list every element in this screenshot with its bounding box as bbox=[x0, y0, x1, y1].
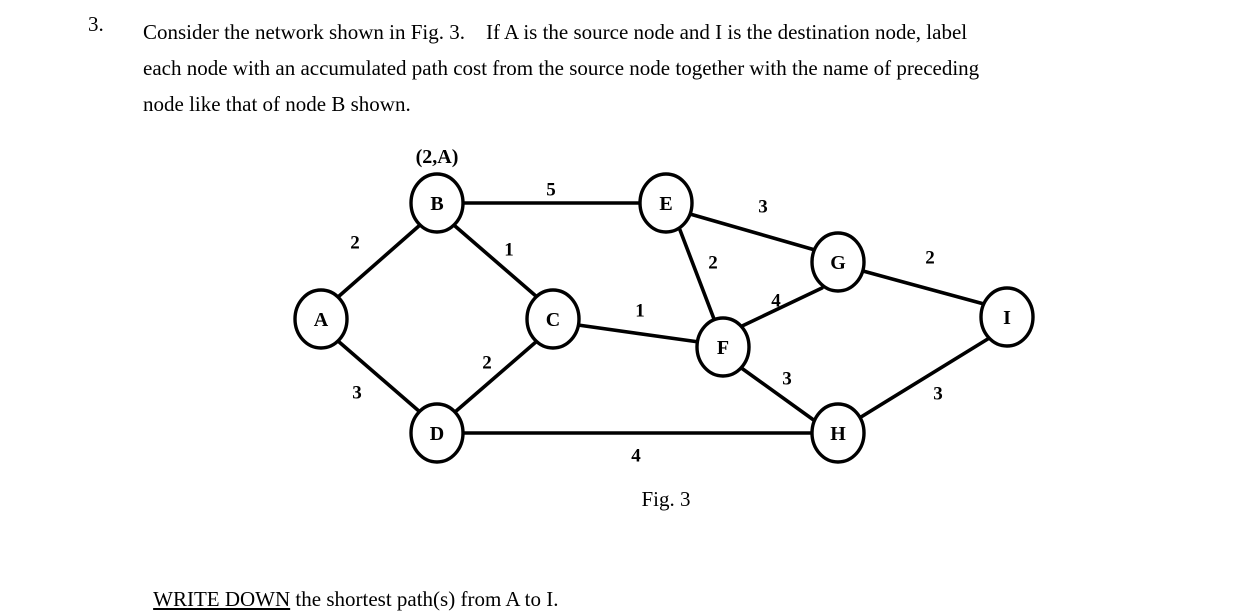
edge-weight-e-g: 3 bbox=[758, 197, 768, 218]
graph-edges-layer bbox=[336, 201, 993, 435]
graph-node-g: G bbox=[810, 231, 866, 293]
graph-edge-e-f bbox=[678, 228, 716, 321]
instruction-emphasis: WRITE DOWN bbox=[153, 587, 291, 611]
graph-edge-f-h bbox=[738, 365, 817, 423]
edge-weight-d-h: 4 bbox=[631, 446, 641, 467]
instruction-rest: the shortest path(s) from A to I. bbox=[290, 587, 559, 611]
graph-edge-weights-layer: 2 3 5 1 2 4 1 2 3 4 3 2 3 bbox=[350, 180, 943, 467]
edge-weight-g-i: 2 bbox=[925, 248, 935, 269]
edge-weight-f-g: 4 bbox=[771, 291, 781, 312]
edge-weight-f-h: 3 bbox=[782, 369, 792, 390]
edge-weight-e-f: 2 bbox=[708, 253, 718, 274]
question-text: Consider the network shown in Fig. 3. If… bbox=[143, 14, 1193, 122]
graph-node-a: A bbox=[293, 288, 349, 350]
node-label-g: G bbox=[830, 252, 846, 274]
node-label-e: E bbox=[659, 193, 672, 215]
node-label-f: F bbox=[717, 337, 729, 359]
graph-node-b: B bbox=[409, 172, 465, 234]
node-label-d: D bbox=[430, 423, 444, 445]
graph-edge-a-b bbox=[336, 223, 422, 299]
edge-weight-b-e: 5 bbox=[546, 180, 556, 201]
question-line-2: each node with an accumulated path cost … bbox=[143, 56, 980, 80]
node-label-h: H bbox=[830, 423, 846, 445]
figure-caption: Fig. 3 bbox=[641, 487, 691, 511]
node-label-b: B bbox=[430, 193, 443, 215]
graph-node-c: C bbox=[525, 288, 581, 350]
graph-edge-a-d bbox=[336, 339, 422, 414]
edge-weight-a-d: 3 bbox=[352, 383, 362, 404]
graph-edge-h-i bbox=[859, 335, 993, 419]
graph-node-h: H bbox=[810, 402, 866, 464]
graph-node-d: D bbox=[409, 402, 465, 464]
edge-weight-b-c: 1 bbox=[504, 240, 514, 261]
node-circle-h bbox=[810, 402, 866, 464]
node-circle-g bbox=[810, 231, 866, 293]
graph-node-cost-layer: (2,A) bbox=[416, 146, 459, 168]
instruction-line: WRITE DOWN the shortest path(s) from A t… bbox=[143, 562, 558, 612]
edge-weight-a-b: 2 bbox=[350, 233, 360, 254]
graph-node-i: I bbox=[979, 286, 1035, 348]
node-label-c: C bbox=[546, 309, 560, 331]
question-line-1: Consider the network shown in Fig. 3. If… bbox=[143, 20, 968, 44]
node-circle-a bbox=[293, 288, 349, 350]
edge-weight-h-i: 3 bbox=[933, 384, 943, 405]
graph-edge-b-c bbox=[453, 224, 539, 299]
node-circle-b bbox=[409, 172, 465, 234]
node-circle-i bbox=[979, 286, 1035, 348]
edge-weight-c-f: 1 bbox=[635, 301, 645, 322]
node-cost-label-b: (2,A) bbox=[416, 146, 459, 168]
node-circle-d bbox=[409, 402, 465, 464]
graph-node-e: E bbox=[638, 172, 694, 234]
graph-edge-e-g bbox=[688, 212, 817, 252]
graph-edge-d-c bbox=[453, 339, 539, 414]
node-circle-c bbox=[525, 288, 581, 350]
question-number: 3. bbox=[88, 12, 104, 36]
question-line-3: node like that of node B shown. bbox=[143, 92, 411, 116]
graph-node-f: F bbox=[695, 316, 751, 378]
node-circle-f bbox=[695, 316, 751, 378]
graph-edge-g-i bbox=[861, 269, 986, 306]
node-label-a: A bbox=[314, 309, 329, 331]
graph-edge-f-g bbox=[738, 286, 824, 329]
node-circle-e bbox=[638, 172, 694, 234]
node-label-i: I bbox=[1003, 307, 1011, 329]
graph-edge-c-f bbox=[576, 323, 701, 344]
edge-weight-d-c: 2 bbox=[482, 353, 492, 374]
graph-nodes-layer: A B C D E F G H I bbox=[293, 172, 1035, 464]
